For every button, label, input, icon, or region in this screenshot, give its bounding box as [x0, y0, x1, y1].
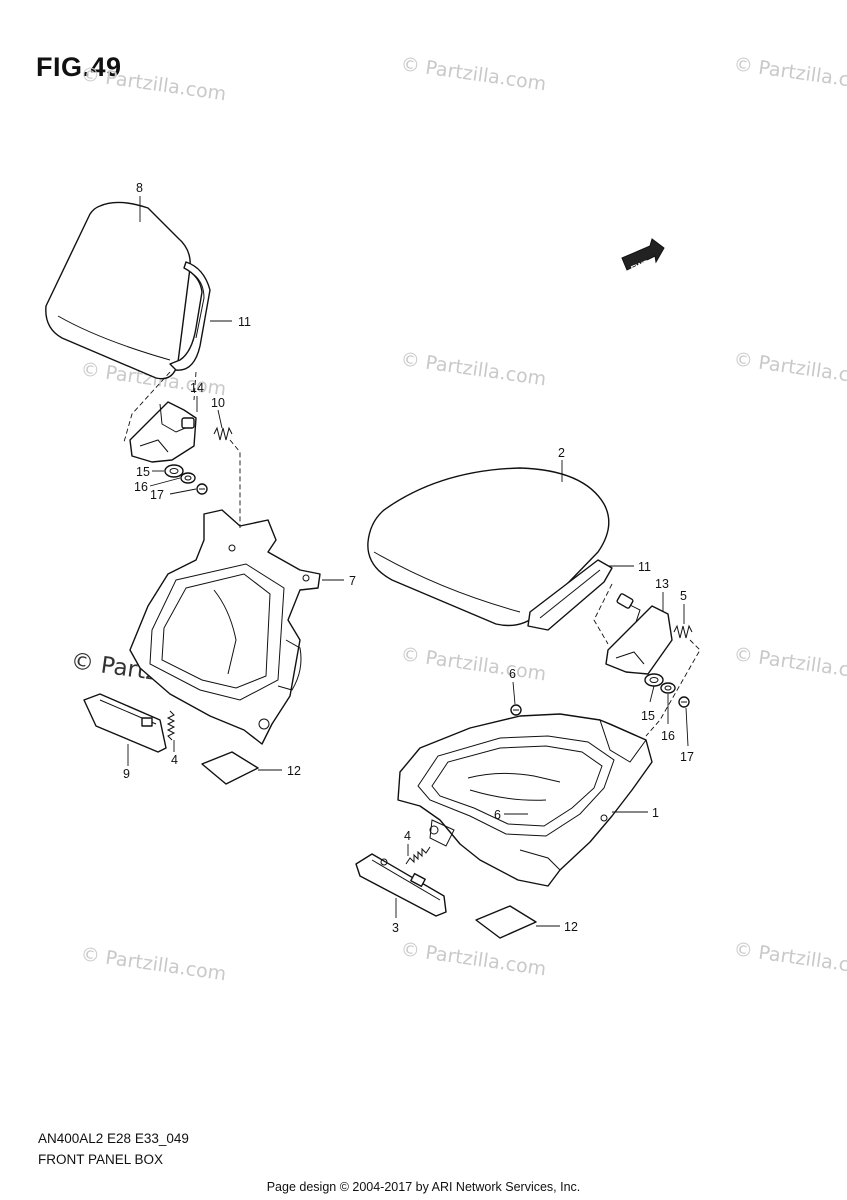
callout-3: 3 [392, 921, 399, 935]
watermark-text: © Partzilla.com [399, 643, 547, 685]
callout-15-right: 15 [641, 709, 655, 723]
page-footer: Page design © 2004-2017 by ARI Network S… [266, 1180, 581, 1194]
watermark-text: © Partzilla.com [732, 643, 847, 685]
watermark-text: © Partzilla.com [732, 938, 847, 980]
callout-labels: 8 11 14 10 15 16 17 7 9 4 12 2 11 13 5 6… [123, 181, 694, 935]
leader-lines [127, 196, 689, 927]
part-2-lid [367, 467, 610, 627]
part-13-hinge-right [605, 593, 673, 675]
watermark-text: © Partzilla.com [79, 63, 227, 105]
watermark-text: © Partzilla.com [399, 53, 547, 95]
watermark-text: © Partzilla.com [732, 348, 847, 390]
fwd-arrow-badge: FWD [621, 238, 665, 274]
watermark-text: © Partzilla.com [732, 53, 847, 95]
part-12-pad-right [475, 905, 537, 939]
part-11-seal-right [527, 559, 613, 631]
part-14-hinge-left [129, 401, 197, 463]
callout-16-right: 16 [661, 729, 675, 743]
callout-2: 2 [558, 446, 565, 460]
callout-6-upper: 6 [509, 667, 516, 681]
watermark-text: © Partzilla.com [399, 348, 547, 390]
part-7-box-left [129, 509, 321, 745]
part-9-latch-left [83, 693, 167, 753]
callout-1: 1 [652, 806, 659, 820]
callout-12-left: 12 [287, 764, 301, 778]
callout-11-right: 11 [638, 560, 651, 574]
callout-4-right: 4 [404, 829, 411, 843]
part-16-washer-left [180, 472, 196, 484]
section-name-caption: FRONT PANEL BOX [38, 1152, 164, 1167]
callout-4-left: 4 [171, 753, 178, 767]
callout-9: 9 [123, 767, 130, 781]
watermark-text: © Partzilla.com [399, 938, 547, 980]
part-6-screw-upper [510, 704, 522, 716]
part-8-lid [45, 201, 191, 380]
callout-14: 14 [190, 381, 204, 395]
part-10-spring-left [213, 426, 233, 441]
callout-8: 8 [136, 181, 143, 195]
part-4-spring-right [405, 846, 431, 865]
part-17-screw-right [678, 696, 690, 708]
callout-13: 13 [655, 577, 669, 591]
part-15-nut-right [644, 673, 664, 687]
assembly-guide-lines [123, 371, 701, 737]
part-3-latch-right [355, 853, 447, 917]
callout-6-lower: 6 [494, 808, 501, 822]
part-12-pad-left [201, 751, 259, 785]
figure-title: FIG.49 [36, 52, 122, 82]
callout-17-left: 17 [150, 488, 164, 502]
part-17-screw-left [196, 483, 208, 495]
callout-16-left: 16 [134, 480, 148, 494]
callout-12-right: 12 [564, 920, 578, 934]
callout-5: 5 [680, 589, 687, 603]
callout-15-left: 15 [136, 465, 150, 479]
callout-7: 7 [349, 574, 356, 588]
callout-11-left: 11 [238, 315, 251, 329]
callout-10: 10 [211, 396, 225, 410]
watermark-text: © Partzilla.com [79, 943, 227, 985]
callout-17-right: 17 [680, 750, 694, 764]
model-code-caption: AN400AL2 E28 E33_049 [38, 1131, 189, 1146]
part-1-box-right [397, 713, 653, 887]
part-5-spring-right [673, 624, 693, 639]
part-16-washer-right [660, 682, 676, 694]
part-11-seal-left [169, 261, 211, 371]
part-15-nut-left [164, 464, 184, 478]
part-4-spring-left [166, 710, 176, 741]
